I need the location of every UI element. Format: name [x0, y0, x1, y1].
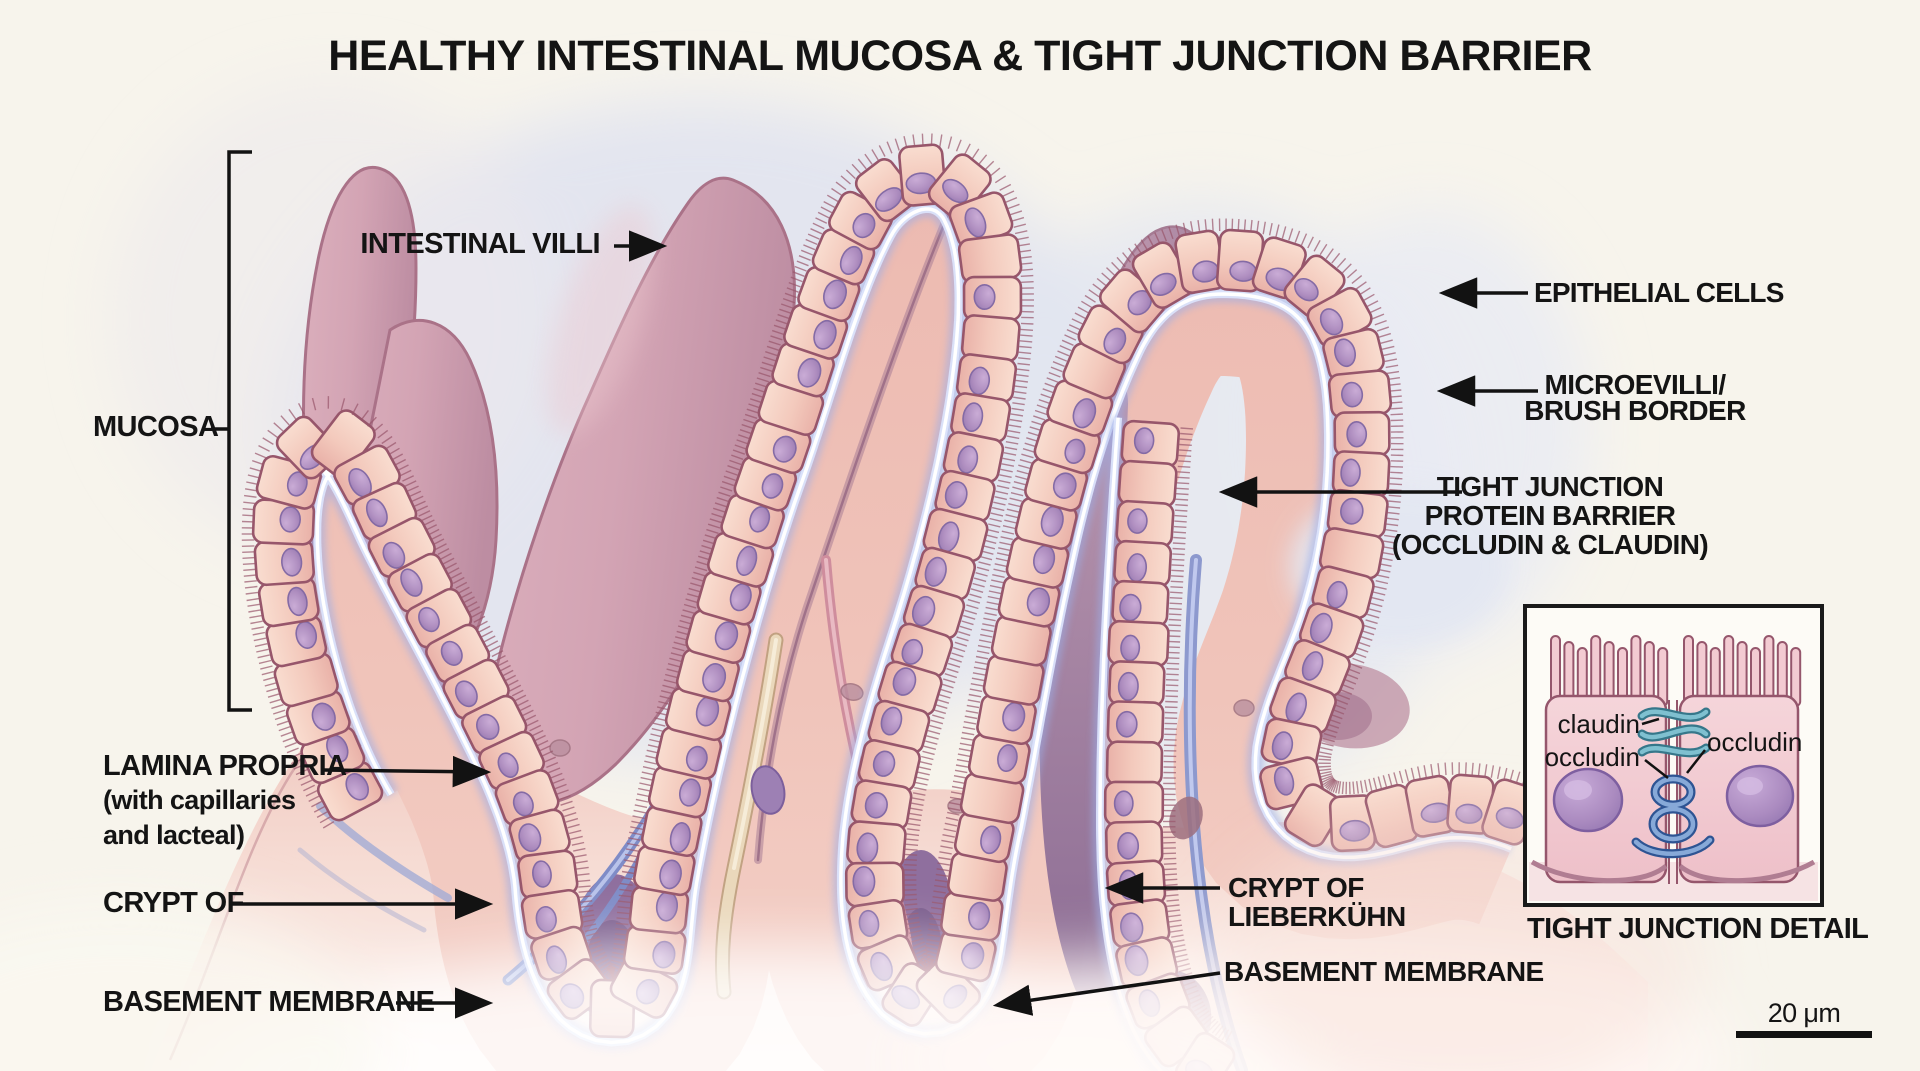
inset-nucleus: [1725, 764, 1795, 828]
label-claudin: claudin: [1557, 709, 1640, 739]
label-lamina-propria-main: LAMINA PROPRIA: [103, 750, 347, 782]
label-lamina-propria-sub1: (with capillaries: [103, 785, 296, 816]
label-mucosa: MUCOSA: [93, 411, 219, 443]
label-epithelial-cells: EPITHELIAL CELLS: [1534, 277, 1784, 308]
scale-bar-label: 20 μm: [1767, 998, 1841, 1028]
label-intestinal-villi: INTESTINAL VILLI: [360, 228, 600, 260]
label-occludin-right: occludin: [1707, 727, 1803, 757]
label-tight-junction: TIGHT JUNCTION PROTEIN BARRIER (OCCLUDIN…: [1391, 471, 1709, 560]
annotation-lines: [211, 150, 1538, 1019]
label-basement-membrane-right: BASEMENT MEMBRANE: [1224, 956, 1544, 987]
label-occludin-left: occludin: [1544, 742, 1640, 772]
capillary: [297, 847, 427, 933]
label-tight-junction-detail: TIGHT JUNCTION DETAIL: [1527, 913, 1869, 945]
label-crypt-of: CRYPT OF: [103, 887, 244, 919]
arrow-basement-membrane-right: [992, 971, 1221, 1016]
claudin-strands: [1637, 707, 1711, 758]
scale-bar: [1736, 1031, 1872, 1038]
lacteal-highlight: [732, 638, 778, 870]
inset-nucleus: [1552, 767, 1624, 833]
label-lamina-propria: LAMINA PROPRIA (with capillaries and lac…: [103, 750, 347, 851]
inset-tight-junction: [1523, 604, 1824, 907]
arrow-lamina-propria: [322, 755, 492, 788]
page-title: HEALTHY INTESTINAL MUCOSA & TIGHT JUNCTI…: [328, 32, 1592, 80]
label-microvilli: MICROEVILLI/ BRUSH BORDER: [1524, 369, 1746, 426]
epithelial-cell-layer: [241, 133, 1546, 1071]
fog: [0, 820, 1740, 1071]
label-crypt-lieberkuhn: CRYPT OF LIEBERKÜHN: [1228, 872, 1406, 932]
label-lamina-propria-sub2: and lacteal): [103, 820, 245, 851]
mucosa-bracket: [227, 150, 252, 712]
occludin-loops: [1631, 774, 1715, 859]
stromal-cell: [750, 765, 786, 815]
label-basement-membrane-left: BASEMENT MEMBRANE: [103, 986, 435, 1018]
